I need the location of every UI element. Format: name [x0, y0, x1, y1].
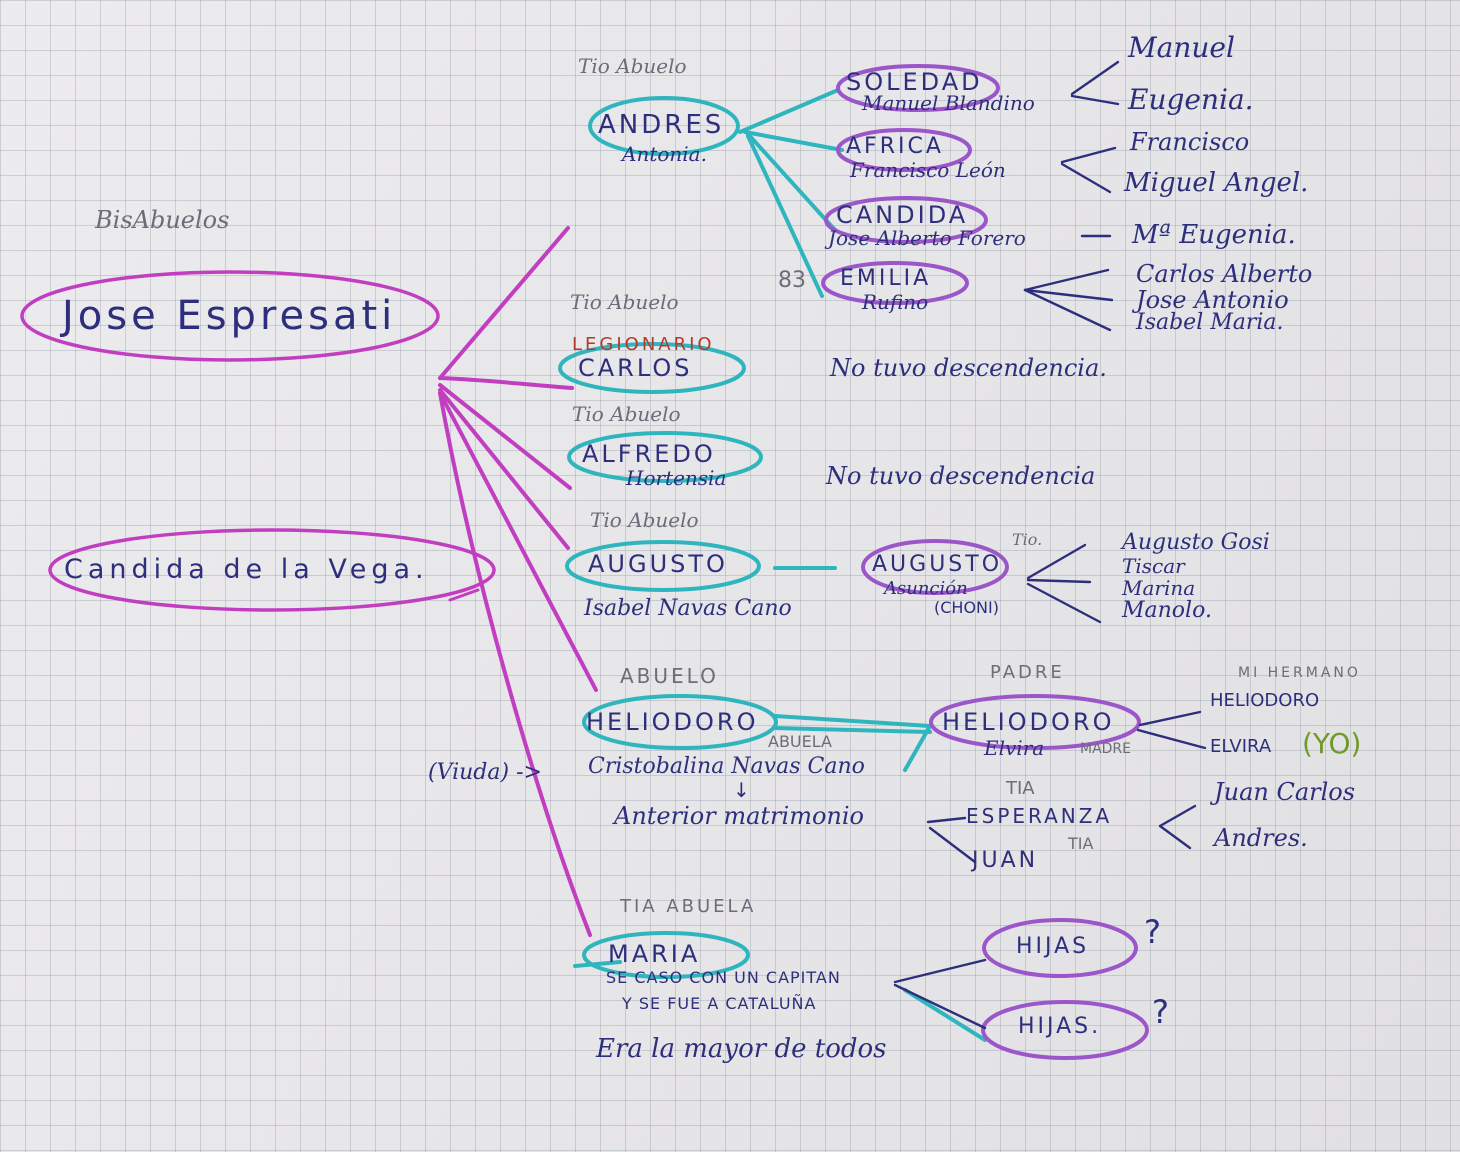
esperanza-kid-1: Juan Carlos [1214, 778, 1356, 806]
heliodoro-name: HELIODORO [586, 708, 759, 736]
africa-kid-2: Miguel Angel. [1124, 168, 1309, 198]
magenta-branches [438, 226, 598, 937]
juan-name: JUAN [972, 848, 1039, 873]
carlos-name: CARLOS [578, 354, 693, 382]
heliodoro-role: ABUELO [620, 664, 719, 688]
maria-name: MARIA [608, 940, 701, 968]
padre-name: HELIODORO [942, 708, 1115, 736]
soledad-kid-2: Eugenia. [1128, 83, 1254, 116]
emilia-name: EMILIA [840, 266, 932, 291]
maria-note-3: Era la mayor de todos [596, 1034, 887, 1064]
augusto-grandkid-4: Manolo. [1122, 598, 1212, 623]
alfredo-note: No tuvo descendencia [826, 462, 1096, 490]
augusto-son-name: AUGUSTO [872, 552, 1003, 577]
carlos-legionario: LEGIONARIO [572, 334, 715, 355]
branch-andres [438, 226, 570, 380]
candida-daughter-kid-1: Mª Eugenia. [1132, 220, 1296, 250]
africa-name: AFRICA [846, 134, 944, 159]
augusto-son-spouse: Asunción [884, 578, 968, 599]
juan-role: TIA [1068, 834, 1094, 853]
augusto-grandkid-3: Marina [1122, 576, 1196, 600]
jose-oval [20, 270, 440, 362]
augusto-son-role: Tio. [1012, 530, 1043, 549]
augusto-spouse: Isabel Navas Cano [584, 596, 792, 621]
purple-ovals [821, 64, 1149, 1060]
soledad-name: SOLEDAD [846, 68, 983, 96]
emilia-kid-1: Carlos Alberto [1136, 260, 1313, 288]
jose-espresati-name: Jose Espresati [62, 293, 397, 339]
carlos-note: No tuvo descendencia. [830, 354, 1107, 382]
candida-de-la-vega-name: Candida de la Vega. [64, 554, 429, 585]
yo-tag: (YO) [1302, 727, 1362, 760]
emilia-number: 83 [778, 268, 806, 293]
alfredo-spouse: Hortensia [626, 466, 727, 490]
esperanza-name: ESPERANZA [966, 804, 1113, 828]
africa-spouse: Francisco León [850, 158, 1006, 182]
navy-connectors [893, 60, 1207, 1030]
teal-connectors [573, 88, 987, 1042]
maria-note-1: SE CASO CON UN CAPITAN [606, 968, 841, 987]
branch-alfredo [438, 383, 572, 490]
hijas-2: HIJAS. [1018, 1014, 1102, 1039]
andres-spouse: Antonia. [622, 142, 707, 166]
branch-carlos [438, 376, 574, 390]
augusto-grandkid-2: Tiscar [1122, 554, 1185, 578]
alfredo-role: Tio Abuelo [572, 402, 681, 426]
madre-name: Elvira [984, 736, 1045, 760]
arrow-down-icon: ↓ [733, 778, 750, 802]
anterior-matrimonio: Anterior matrimonio [614, 802, 864, 830]
andres-role: Tio Abuelo [578, 54, 687, 78]
maria-role: TIA ABUELA [620, 896, 757, 917]
teal-ovals [558, 96, 778, 979]
candida-daughter-name: CANDIDA [836, 201, 969, 229]
augusto-grandkid-1: Augusto Gosi [1122, 530, 1270, 555]
emilia-kid-2: Jose Antonio [1136, 286, 1289, 314]
andres-name: ANDRES [598, 110, 725, 140]
esperanza-kid-2: Andres. [1214, 824, 1308, 852]
africa-kid-1: Francisco [1130, 128, 1250, 156]
augusto-role: Tio Abuelo [590, 508, 699, 532]
hermano-name: HELIODORO [1210, 690, 1320, 711]
branch-maria [438, 391, 592, 937]
bisabuelos-label: BisAbuelos [95, 206, 230, 234]
augusto-name: AUGUSTO [588, 550, 728, 578]
elvira-name: ELVIRA [1210, 736, 1272, 757]
candida-oval [48, 528, 496, 612]
soledad-spouse: Manuel Blandino [862, 91, 1035, 115]
branch-augusto [438, 388, 570, 550]
question-mark-2: ? [1152, 993, 1169, 1031]
esperanza-role: TIA [1006, 778, 1035, 799]
padre-role: PADRE [990, 662, 1065, 683]
branch-heliodoro [438, 391, 598, 692]
maria-note-2: Y SE FUE A CATALUÑA [622, 994, 817, 1013]
question-mark-1: ? [1144, 913, 1161, 951]
branch-candida [448, 588, 480, 602]
hijas-1: HIJAS [1016, 934, 1090, 959]
alfredo-name: ALFREDO [582, 440, 716, 468]
madre-role: MADRE [1080, 741, 1132, 757]
emilia-kid-3: Isabel Maria. [1136, 310, 1284, 335]
heliodoro-spouse-role: ABUELA [768, 732, 832, 751]
augusto-son-nickname: (CHONI) [934, 598, 999, 617]
carlos-role: Tio Abuelo [570, 290, 679, 314]
emilia-spouse: Rufino [862, 290, 929, 314]
mi-hermano-tag: MI HERMANO [1238, 665, 1361, 681]
heliodoro-spouse: Cristobalina Navas Cano [588, 754, 865, 779]
viuda-label: (Viuda) -> [428, 760, 542, 785]
candida-daughter-spouse: Jose Alberto Forero [828, 226, 1026, 250]
soledad-kid-1: Manuel [1128, 31, 1235, 64]
